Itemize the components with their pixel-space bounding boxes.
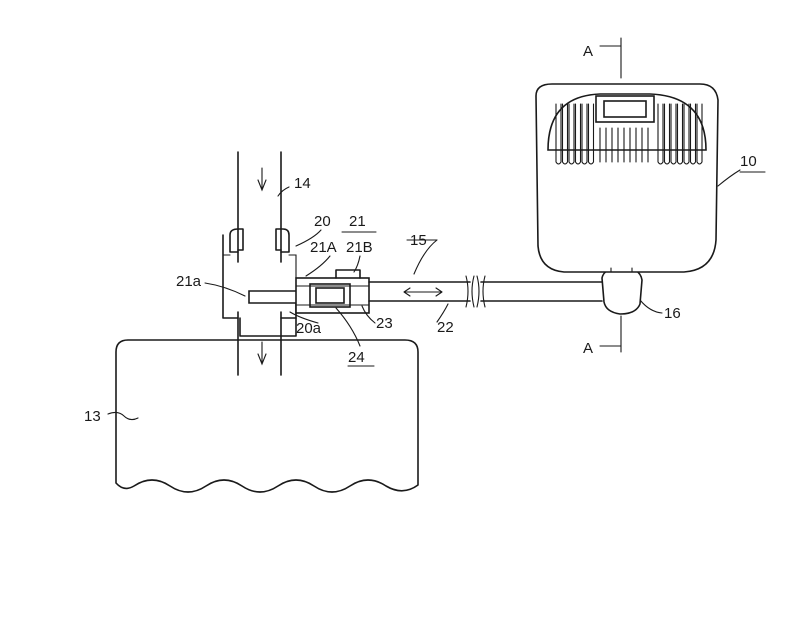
leader-tank (107, 411, 139, 421)
fitting-collar-right (275, 228, 290, 253)
tank (115, 339, 419, 493)
pipe-upper (237, 151, 282, 263)
grille-slot-11 (683, 103, 690, 165)
leader-valve-b (353, 255, 361, 273)
grille-slot-1 (555, 103, 562, 165)
fitting-lower-ring (239, 317, 297, 337)
drawing-parts (107, 37, 766, 493)
grille-slot-4 (574, 103, 582, 165)
leader-core (335, 307, 361, 347)
leader-valve-a (305, 255, 331, 277)
label-valve: 21 (349, 213, 366, 230)
rod-left (368, 281, 471, 302)
leader-pipe (277, 186, 290, 197)
label-core: 24 (348, 349, 365, 366)
leader-fitting-lower (289, 311, 319, 324)
fitting-seal-lines (222, 254, 297, 279)
grille-slot-10 (676, 103, 684, 165)
label-fitting-lower: 20a (296, 320, 322, 337)
label-line: 15 (410, 232, 427, 249)
grille-slot-9 (670, 103, 677, 165)
grille-slot-2 (561, 103, 569, 165)
label-fitting: 20 (314, 213, 331, 230)
grille-slot-13 (696, 103, 703, 165)
motion-arrow (403, 287, 443, 297)
grille-slot-8 (663, 103, 671, 165)
grille-slot-12 (689, 103, 697, 165)
label-tank: 13 (84, 408, 101, 425)
break-left (465, 275, 475, 308)
device-display-window (603, 100, 647, 118)
fitting-body (222, 234, 297, 319)
label-valve-port: 21a (176, 273, 202, 290)
label-section-bottom: A (583, 340, 593, 357)
break-right (476, 275, 486, 308)
flow-arrow-top (257, 167, 267, 192)
label-device: 10 (740, 153, 757, 170)
label-section-top: A (583, 43, 593, 60)
leader-rod (436, 303, 449, 323)
flow-arrow-bottom (257, 341, 267, 366)
leader-fitting (295, 229, 322, 247)
leader-line (406, 239, 438, 275)
grip-connector (610, 267, 633, 273)
grille-slot-7 (657, 103, 664, 165)
valve-core (315, 287, 345, 304)
pipe-lower (237, 311, 282, 376)
grip (601, 265, 643, 315)
grille-slot-3 (568, 103, 575, 165)
section-ticks (599, 45, 622, 347)
label-pipe: 14 (294, 175, 311, 192)
fitting-collar-left (229, 228, 244, 253)
label-seal: 23 (376, 315, 393, 332)
label-grip: 16 (664, 305, 681, 322)
leader-device (717, 169, 766, 187)
grille-slot-5 (581, 103, 588, 165)
leader-seal (361, 305, 376, 324)
valve-inner-lines (295, 285, 370, 306)
rod-right (480, 281, 603, 302)
grille-slot-6 (587, 103, 595, 165)
label-valve-a: 21A (310, 239, 337, 256)
leader-valve-port (204, 282, 246, 297)
valve-cap (335, 269, 361, 279)
label-valve-b: 21B (346, 239, 373, 256)
leader-grip (639, 299, 663, 314)
label-rod: 22 (437, 319, 454, 336)
